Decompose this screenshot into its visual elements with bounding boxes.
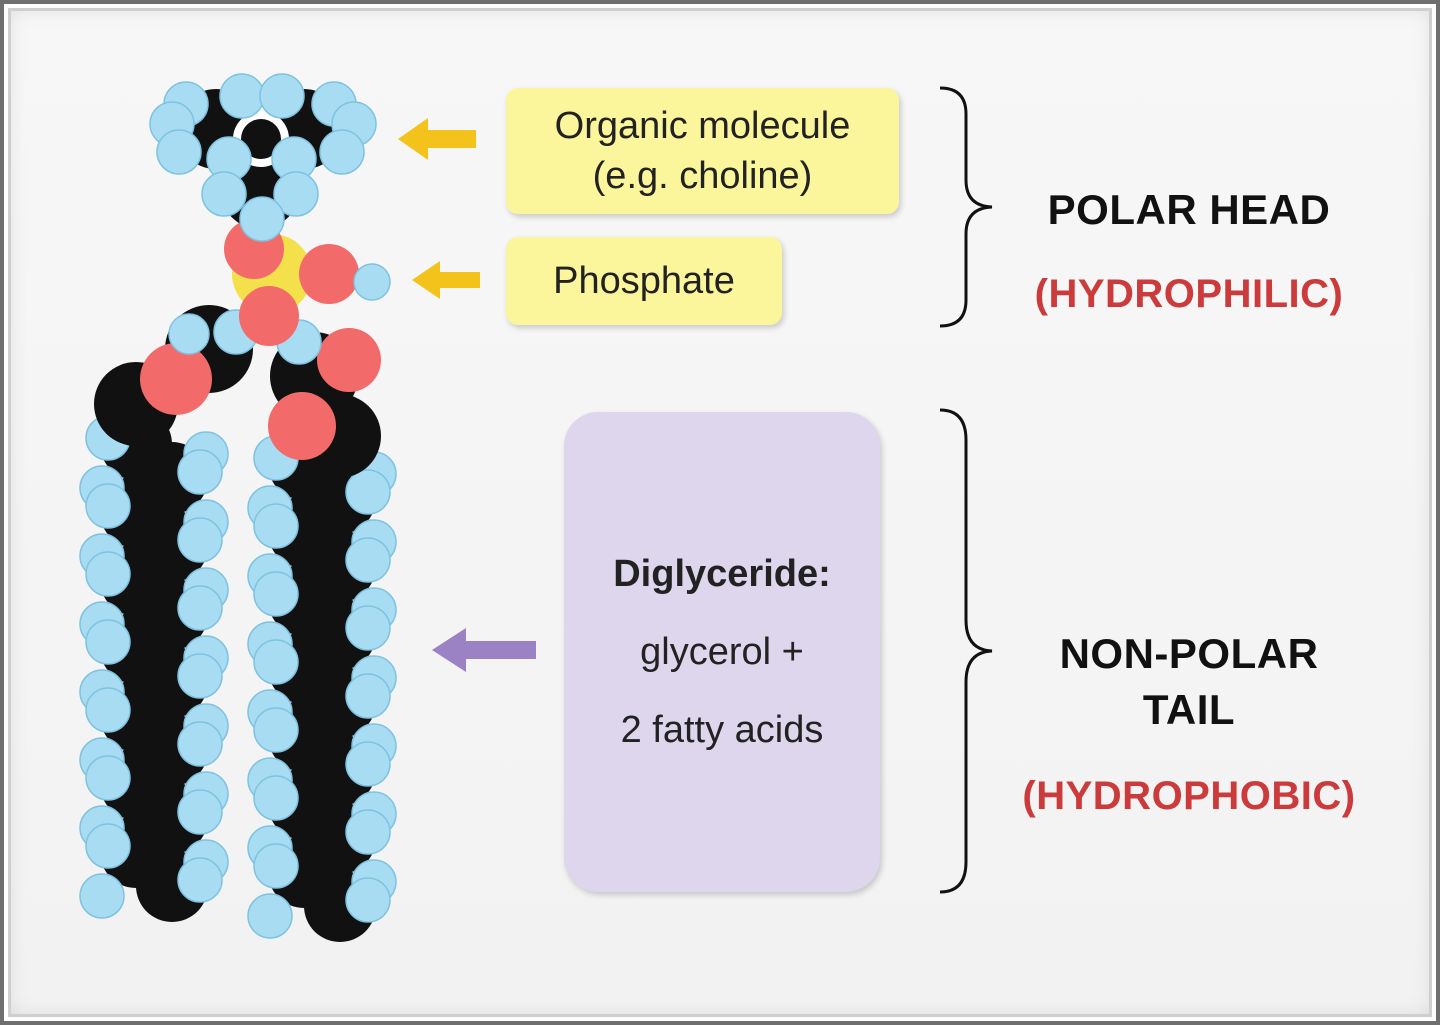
- hydrogen-atom: [253, 571, 299, 617]
- hydrogen-atom: [273, 171, 319, 217]
- hydrogen-atom: [177, 449, 223, 495]
- hydrogen-atom: [253, 775, 299, 821]
- organic-arrow-icon: [398, 118, 476, 160]
- phosphate-label: Phosphate: [506, 237, 782, 325]
- hydrogen-atom: [201, 171, 247, 217]
- choline-nitrogen-core: [241, 119, 281, 159]
- non-polar-tail-title: NON-POLAR TAIL: [1004, 626, 1374, 738]
- phosphate-oxygen: [299, 244, 359, 304]
- hydrogen-atom: [345, 537, 391, 583]
- tail-hydrogens: [79, 415, 397, 939]
- ester-oxygen: [140, 343, 212, 415]
- hydrogen-atom: [345, 809, 391, 855]
- organic-molecule-label: Organic molecule (e.g. choline): [506, 88, 899, 214]
- hydrogen-atom: [345, 673, 391, 719]
- hydrogen-atom: [253, 503, 299, 549]
- hydrogen-atom: [345, 605, 391, 651]
- phosphate-oxygen: [239, 286, 299, 346]
- diglyceride-arrow-icon: [432, 628, 536, 672]
- head-atoms: [94, 73, 391, 478]
- diglyceride-label: Diglyceride: glycerol + 2 fatty acids: [564, 412, 880, 892]
- hydrogen-atom: [345, 877, 391, 923]
- hydrogen-atom: [259, 73, 305, 119]
- hydrogen-atom: [253, 843, 299, 889]
- non-polar-tail-brace-icon: [939, 408, 993, 894]
- phosphate-arrow-icon: [412, 261, 480, 299]
- hydrogen-atom: [85, 551, 131, 597]
- ester-oxygen: [317, 328, 381, 392]
- hydrogen-atom: [177, 789, 223, 835]
- hydrogen-atom: [345, 469, 391, 515]
- hydrogen-atom: [247, 893, 293, 939]
- tail-carbons: [100, 408, 376, 942]
- hydrogen-atom: [345, 741, 391, 787]
- hydrogen-atom: [177, 517, 223, 563]
- hydrogen-atom: [85, 483, 131, 529]
- organic-molecule-line-1: Organic molecule: [554, 105, 851, 147]
- hydrogen-atom: [79, 873, 125, 919]
- diglyceride-title: Diglyceride:: [613, 553, 831, 595]
- polar-head-title: POLAR HEAD: [1047, 186, 1331, 233]
- hydrogen-atom: [177, 585, 223, 631]
- hydrogen-atom: [156, 129, 202, 175]
- non-polar-tail-title-line-2: TAIL: [1142, 686, 1236, 733]
- phospholipid-molecule: [79, 73, 397, 942]
- hydrogen-atom: [319, 129, 365, 175]
- polar-head-brace-icon: [939, 86, 993, 328]
- hydrogen-atom: [253, 707, 299, 753]
- polar-head-subtitle: (HYDROPHILIC): [1034, 272, 1344, 316]
- hydrogen-atom: [253, 639, 299, 685]
- diglyceride-line-2: 2 fatty acids: [620, 709, 824, 751]
- non-polar-tail-title-line-1: NON-POLAR: [1059, 630, 1319, 677]
- ester-oxygen: [268, 392, 336, 460]
- organic-molecule-line-2: (e.g. choline): [592, 155, 813, 197]
- phosphate-text: Phosphate: [553, 259, 735, 302]
- hydrogen-atom: [85, 687, 131, 733]
- diglyceride-line-1: glycerol +: [640, 631, 804, 673]
- hydrogen-atom: [353, 263, 391, 301]
- hydrogen-atom: [85, 755, 131, 801]
- hydrogen-atom: [85, 823, 131, 869]
- hydrogen-atom: [85, 619, 131, 665]
- hydrogen-atom: [219, 73, 265, 119]
- hydrogen-atom: [177, 721, 223, 767]
- hydrogen-atom: [168, 313, 210, 355]
- hydrogen-atom: [177, 857, 223, 903]
- hydrogen-atom: [239, 196, 285, 242]
- non-polar-tail-subtitle: (HYDROPHOBIC): [1022, 774, 1356, 818]
- hydrogen-atom: [177, 653, 223, 699]
